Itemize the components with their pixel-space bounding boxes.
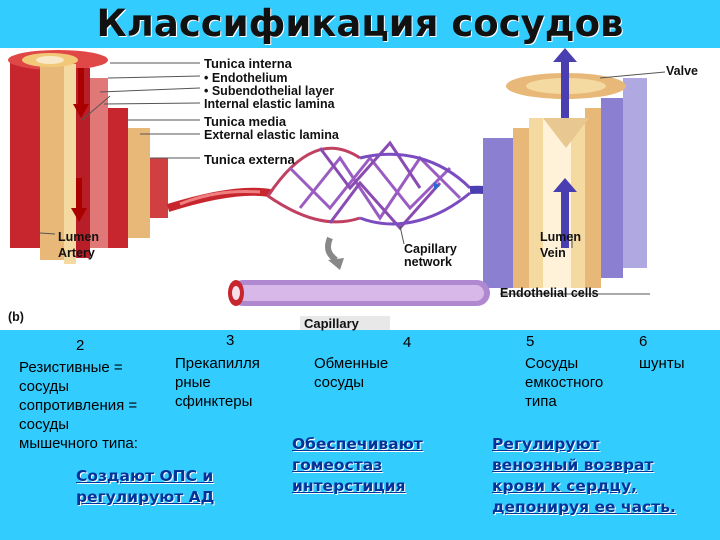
artery-drawing [8,50,168,264]
category-shunts-text: шунты [639,355,685,372]
label-panel-b: (b) [8,310,24,324]
label-capillary-network-2: network [404,255,452,269]
capillary-tube-drawing [228,280,490,330]
label-endothelium: • Endothelium [204,71,288,85]
label-endothelial-cells: Endothelial cells [500,286,599,300]
vessel-illustration [8,48,666,330]
category-number-5: 5 [526,333,535,350]
label-vein: Vein [540,246,566,260]
note-capacitive: Регулируют венозный возврат крови к серд… [492,435,676,516]
label-artery: Artery [58,246,95,260]
vessel-diagram: Tunica interna • Endothelium • Subendoth… [0,48,720,331]
label-external-elastic: External elastic lamina [204,128,339,142]
label-lumen-artery: Lumen [58,230,99,244]
note-resistive: Создают ОПС и регулируют АД [76,467,215,506]
label-tunica-interna: Tunica interna [204,56,292,71]
label-subendothelial: • Subendothelial layer [204,84,335,98]
category-number-4: 4 [403,334,412,351]
category-number-3: 3 [226,332,235,349]
category-exchange-text: Обменные сосуды [314,355,389,391]
label-internal-elastic: Internal elastic lamina [204,97,335,111]
note-exchange: Обеспечивают гомеостаз интерстиция [292,435,423,495]
label-valve: Valve [666,64,698,78]
vein-drawing [483,48,666,288]
category-number-2: 2 [76,337,85,354]
label-capillary: Capillary [304,316,359,331]
category-sphincters-text: Прекапилля рные сфинктеры [175,355,260,410]
page-title: Классификация сосудов [96,2,624,45]
category-capacitive-text: Сосуды емкостного типа [525,355,604,410]
label-capillary-network-1: Capillary [404,242,457,256]
label-tunica-externa: Tunica externa [204,152,295,167]
label-lumen-vein: Lumen [540,230,581,244]
label-tunica-media: Tunica media [204,114,287,129]
category-number-6: 6 [639,333,648,350]
category-resistive-text: Резистивные = сосуды сопротивления = сос… [19,359,138,452]
